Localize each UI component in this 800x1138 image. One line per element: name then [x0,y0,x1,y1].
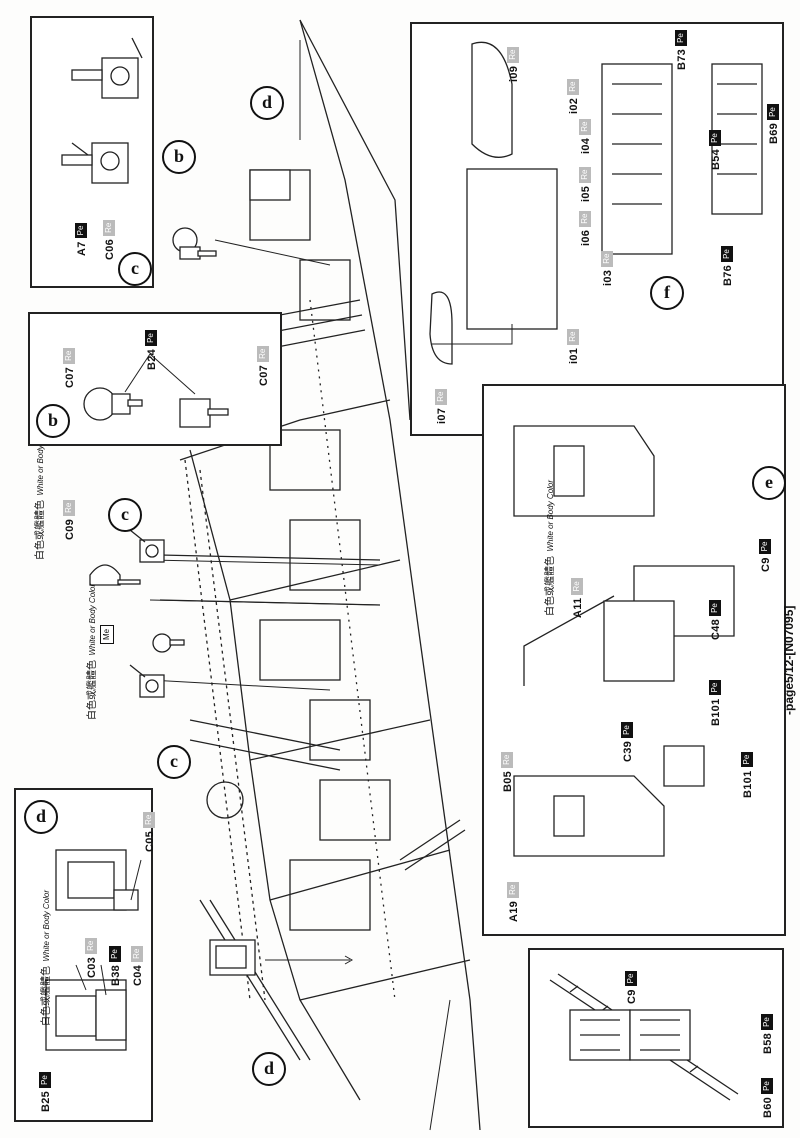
part-b101-code-lower: B101 [742,770,754,799]
panel-f: i09Re i02Re i04Re i05Re i06Re i03Re i01R… [410,22,784,436]
me-label-group: Me [98,624,116,647]
panel-e: e B05Re A19Re 白色或艦體色 White or Body Color… [482,384,786,936]
hull-deck-outline-inner [189,449,361,1101]
panel-f-label: f [650,276,684,310]
gun-mount-d-bottom [209,939,256,976]
panel-d-drawing [45,849,142,1051]
callout-b-main: b [162,140,196,174]
callout-d-bottom: d [252,1052,286,1086]
part-b38-code: B38 [110,964,122,986]
part-b76-code: B76 [722,264,734,286]
page-footer: -page5/12-[N07095] [782,605,796,715]
part-c9-code-e: C9 [760,557,772,572]
gun-mount-c-upper [129,529,165,563]
part-c07-code-right: C07 [258,364,270,386]
gun-mount-d-top [249,169,291,201]
part-i04-code: i04 [580,137,592,154]
arrow-b [214,239,331,266]
part-c39-code: C39 [622,740,634,762]
panel-b-label: b [36,404,70,438]
part-i02-code: i02 [568,97,580,114]
panel-c: A7Pe C06Re c [30,16,154,288]
part-i07-code: i07 [436,407,448,424]
part-b24-code: B24 [146,348,158,370]
gun-mount-b [172,227,217,260]
part-b69-code: B69 [768,122,780,144]
callout-c-lower: c [157,745,191,779]
part-b25-code: B25 [40,1090,52,1112]
panel-detail-drawing [549,973,739,1101]
re-tag: Re [62,499,75,516]
part-i06-code: i06 [580,229,592,246]
part-me [152,633,185,653]
panel-b-drawing [83,353,229,428]
hull-deck-outline [299,19,481,1131]
panel-b: C07Re B24Pe C07Re b [28,312,282,446]
me-tag: Me [99,624,114,644]
me-color-note: 白色或艦體色 White or Body Color [87,583,98,720]
callout-d-top: d [250,86,284,120]
part-b60-code: B60 [762,1096,774,1118]
c09-label-group: C09 Re [60,499,78,540]
part-i09-code: i09 [508,65,520,82]
part-a11-code: A11 [572,597,584,618]
part-c9-code-detail: C9 [626,989,638,1004]
part-b05-code: B05 [502,770,514,792]
part-b101-code-upper: B101 [710,698,722,727]
part-a19-code: A19 [508,900,520,922]
part-c03-code: C03 [86,956,98,978]
panel-e-label: e [752,466,786,500]
part-b54-code: B54 [710,148,722,170]
panel-detail: C9Pe B58Pe B60Pe [528,948,784,1128]
part-b58-code: B58 [762,1032,774,1054]
part-c09-radome [89,564,141,586]
part-i01-code: i01 [568,347,580,364]
part-c05-code: C05 [144,830,156,852]
panel-d-label: d [24,800,58,834]
panel-f-drawing [429,41,763,365]
part-c07-code-left: C07 [64,366,76,388]
part-c06-code: C06 [104,238,116,260]
panel-c-drawing [61,37,143,184]
panel-c-label: c [118,252,152,286]
part-b73-code: B73 [676,48,688,70]
part-c48-code: C48 [710,618,722,640]
color-note-cn: 白色或艦體色 [35,500,46,560]
part-a7-code: A7 [76,241,88,256]
gun-mount-c-lower [129,664,165,698]
panel-e-drawing [513,425,735,857]
part-c09-code: C09 [64,518,76,540]
part-i03-code: i03 [602,269,614,286]
part-c04-code: C04 [132,964,144,986]
panel-d: d C05Re C03Re B38Pe C04Re 白色或艦體色 White o… [14,788,156,1122]
part-i05-code: i05 [580,185,592,202]
callout-c-upper: c [108,498,142,532]
